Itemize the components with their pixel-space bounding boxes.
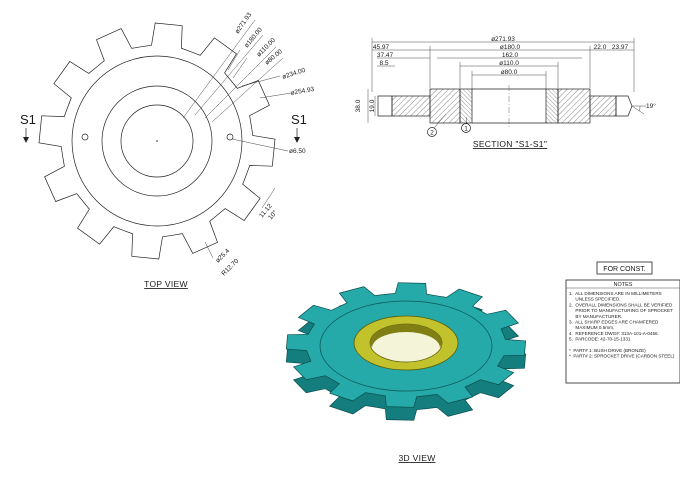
balloon-1 [461, 123, 471, 133]
top-view-hole-right [226, 133, 234, 141]
note-line: MAXIMUM 0.5mm. [569, 325, 614, 330]
section-left-tooth-tip [377, 95, 393, 117]
section-body: 38.0 19.0 19° 2 1 [355, 85, 656, 137]
sec-dim-38: 38.0 [355, 99, 362, 112]
top-view-gear-outline [38, 22, 276, 260]
section-mark-left: S1 [20, 112, 36, 127]
balloon-1-label: 1 [464, 126, 468, 133]
notes-box [565, 279, 680, 384]
sec-dim-23-97: 23.97 [612, 44, 629, 51]
section-left-plate [391, 95, 431, 117]
section-right-bush [545, 88, 559, 124]
note-line: * PART# 2: SPROCKET DRIVE (CARBON STEEL) [569, 354, 675, 359]
sec-dim-162: 162.0 [502, 52, 519, 59]
sec-dim-19-deg: 19° [646, 102, 656, 110]
ext-line-3 [261, 187, 276, 209]
note-line: 4. REFERENCE DWG#: 313A-101-A-0456. [569, 331, 659, 336]
section-view: ø271.93 45.97 ø180.0 22.0 23.97 37.47 16… [355, 36, 656, 149]
leader-180 [194, 34, 264, 116]
note-line: 5. PARCODE: 42-70-15-1331 [569, 337, 631, 342]
section-view-title: SECTION "S1-S1" [473, 139, 547, 149]
sec-dim-80: ø80.0 [501, 69, 518, 76]
angle-arc [638, 105, 641, 112]
angle-lines [631, 105, 646, 115]
note-line: PRIOR TO MANUFACTURING OF SPROCKET [569, 308, 673, 313]
dim-25-4: ø25.4 [214, 247, 231, 264]
sec-dim-110: ø110.0 [499, 60, 519, 67]
balloon-2-leader [433, 113, 447, 129]
leader-110 [204, 46, 277, 119]
section-right-plate [589, 95, 617, 117]
ext-line-1 [232, 57, 248, 79]
for-const-box [596, 261, 653, 275]
note-line: BY MANUFACTURER. [569, 314, 622, 319]
note-line: 3. ALL SHARP EDGES ARE CHAMFERED [569, 320, 659, 325]
dim-6-5: ø6.50 [289, 148, 306, 155]
section-arrow-right-head [294, 137, 300, 143]
section-left-bush [459, 88, 473, 124]
sec-dim-22: 22.0 [594, 44, 607, 51]
leader-25 [204, 241, 214, 259]
leader-234 [241, 75, 281, 87]
balloon-2-label: 2 [430, 130, 434, 137]
note-line: 2. OVERALL DIMENSIONS SHALL BE VERIFIED [569, 302, 673, 307]
sec-dim-37-47: 37.47 [377, 52, 394, 59]
note-line: UNLESS SPECIFIED. [569, 297, 621, 302]
top-view-hole-left [81, 133, 89, 141]
leader-6-5 [231, 138, 289, 152]
section-right-hub [557, 88, 591, 124]
section-right-tooth-tip [615, 95, 633, 117]
notes-title: NOTES [614, 282, 633, 288]
sec-dim-19: 19.0 [369, 99, 376, 112]
top-view: ø271.93 ø180.00 ø110.00 ø80.00 ø234.00 ø… [20, 11, 315, 289]
section-mark-right: S1 [291, 112, 307, 127]
top-view-center-mark [156, 140, 158, 142]
title-block: FOR CONST. NOTES 1. ALL DIMENSIONS ARE I… [565, 261, 680, 384]
sec-dim-8-5: 8.5 [379, 60, 388, 67]
sec-dim-45-97: 45.97 [373, 44, 390, 51]
balloon-2 [427, 127, 437, 137]
dim-254-93: ø254.93 [290, 86, 315, 97]
3d-bore-shade [370, 324, 442, 348]
note-line: 1. ALL DIMENSIONS ARE IN MILLIMETERS [569, 291, 662, 296]
section-left-hub [429, 88, 461, 124]
sec-dim-271: ø271.93 [491, 36, 515, 43]
top-view-flange-circle [101, 85, 213, 197]
section-arrow-left-head [23, 137, 29, 143]
view-3d: 3D VIEW [285, 282, 527, 463]
notes-list: 1. ALL DIMENSIONS ARE IN MILLIMETERS UNL… [569, 291, 675, 359]
3d-hub-ring [319, 300, 493, 392]
for-const-label: FOR CONST. [603, 266, 645, 273]
leader-80 [211, 57, 284, 123]
balloon-1-leader [465, 116, 468, 125]
sec-dim-180: ø180.0 [500, 44, 521, 51]
ext-line-2 [227, 49, 241, 71]
dim-271-93: ø271.93 [234, 11, 254, 35]
leader-271 [182, 19, 256, 119]
dim-234: ø234.00 [281, 67, 306, 81]
top-view-title: TOP VIEW [144, 279, 188, 289]
dim-r12-70: R12.70 [220, 257, 240, 277]
view-3d-title: 3D VIEW [398, 453, 435, 463]
note-line: * PART# 1: BUSH DRIVE (BRONZE) [569, 348, 646, 353]
top-view-bore-circle [120, 104, 194, 178]
leader-254 [259, 92, 292, 99]
